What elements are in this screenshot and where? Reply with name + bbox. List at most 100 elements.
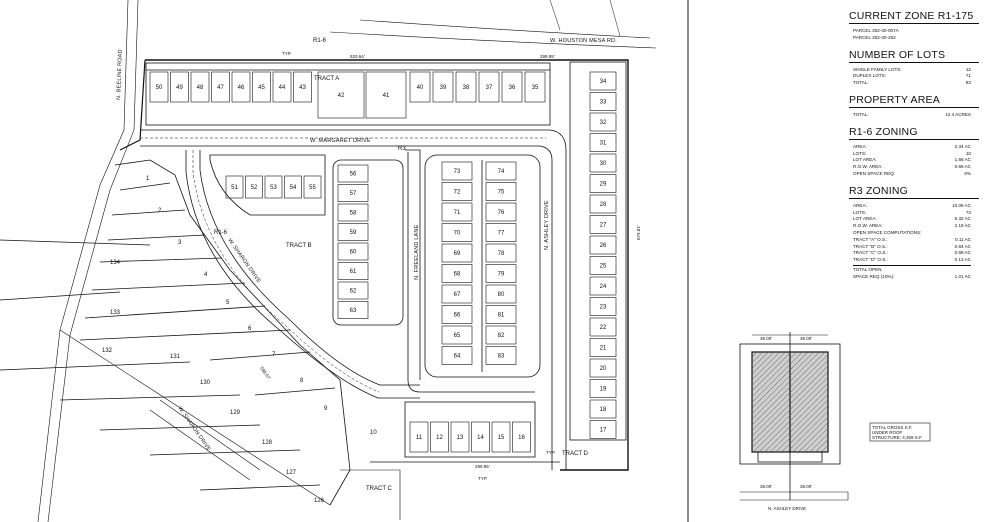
lot: 26 bbox=[589, 235, 617, 255]
summary-row-value: 73 bbox=[965, 209, 971, 215]
lot: 27 bbox=[589, 215, 617, 234]
lot-number: 49 bbox=[176, 85, 183, 91]
lot-number: 23 bbox=[600, 305, 607, 311]
structure-hatch bbox=[752, 352, 828, 452]
summary-row: TRACT "B" O.S.:0.84 AC bbox=[849, 244, 979, 251]
lot-outline bbox=[485, 264, 517, 283]
lot: 76 bbox=[485, 202, 517, 222]
lot-number: 17 bbox=[600, 428, 607, 434]
lot: 68 bbox=[441, 264, 473, 283]
lot-number: 65 bbox=[454, 333, 461, 339]
tract-c-label: TRACT C bbox=[366, 486, 393, 492]
summary-row-value: 1.01 AC bbox=[954, 273, 971, 279]
lot-number: 55 bbox=[309, 185, 316, 191]
summary-row: LOT AREA:1.68 AC bbox=[849, 157, 979, 164]
summary-row-label: AREA: bbox=[853, 202, 867, 208]
summary-row-label: R.O.W. AREA: bbox=[853, 223, 883, 229]
lot-outline bbox=[589, 235, 617, 255]
lot-number: 52 bbox=[251, 185, 258, 191]
lot-outline bbox=[441, 182, 473, 201]
lot-number: 26 bbox=[600, 243, 607, 249]
lot-outline bbox=[409, 421, 429, 453]
lot-number: 81 bbox=[498, 313, 505, 319]
lot: 77 bbox=[485, 223, 517, 242]
lot-number: 80 bbox=[498, 292, 505, 298]
summary-row-label: SPACE REQ (10%): bbox=[853, 273, 895, 279]
lot: 83 bbox=[485, 346, 517, 365]
summary-row-value: 71 bbox=[965, 73, 971, 79]
lot-outline bbox=[512, 421, 531, 453]
lot: 44 bbox=[272, 71, 292, 103]
lot: 30 bbox=[589, 153, 617, 173]
summary-row: SINGLE FAMILY LOTS:12 bbox=[849, 67, 979, 74]
lot-number: 33 bbox=[600, 100, 607, 106]
summary-row-value: 2.18 AC bbox=[954, 223, 971, 229]
lot: 54 bbox=[284, 175, 302, 199]
lot-number: 5 bbox=[226, 300, 230, 306]
r16-zoning-title: R1-6 ZONING bbox=[849, 126, 979, 140]
parcel-number: 131 bbox=[170, 354, 181, 360]
lot-number: 29 bbox=[600, 182, 607, 188]
lot-number: 51 bbox=[231, 185, 238, 191]
parcel-number: 129 bbox=[230, 410, 241, 416]
summary-row-value bbox=[971, 35, 979, 42]
lot: 42 bbox=[317, 71, 365, 119]
tract-d-label: TRACT D bbox=[562, 451, 589, 457]
lot-number: 60 bbox=[350, 250, 357, 256]
lot: 18 bbox=[589, 399, 617, 419]
summary-row-label: PARCEL 302-30-252 bbox=[853, 34, 896, 40]
lot: 55 bbox=[303, 175, 322, 199]
lot: 63 bbox=[337, 301, 369, 319]
lot-number: 74 bbox=[498, 169, 505, 175]
lot-number: 20 bbox=[600, 366, 607, 372]
road-freeland: N. FREELAND LANE bbox=[414, 224, 420, 280]
detail-dim: 38.00' bbox=[760, 336, 772, 341]
summary-row: TRACT "A" O.S.:0.11 AC bbox=[849, 237, 979, 244]
lot-number: 69 bbox=[454, 251, 461, 257]
summary-row-label: LOT AREA: bbox=[853, 216, 877, 222]
summary-row-label: R.O.W. AREA: bbox=[853, 164, 883, 170]
lot-outline bbox=[455, 71, 477, 103]
lot-outline bbox=[430, 421, 449, 453]
lot-number: 43 bbox=[299, 85, 306, 91]
summary-row-value: 10 bbox=[965, 150, 971, 156]
lot: 52 bbox=[245, 175, 263, 199]
lot-outline bbox=[589, 194, 617, 214]
summary-row: TOTAL:83 bbox=[849, 80, 979, 87]
lot-number: 58 bbox=[350, 211, 357, 217]
typ-label: TYP. bbox=[478, 476, 487, 481]
lot-outline bbox=[284, 175, 302, 199]
lot: 22 bbox=[589, 317, 617, 337]
lot-outline bbox=[441, 223, 473, 242]
lot-outline bbox=[337, 281, 369, 300]
lot-outline bbox=[524, 71, 546, 103]
summary-row: AREA: 2.34 AC bbox=[849, 144, 979, 151]
lot: 72 bbox=[441, 182, 473, 201]
typ-label: TYP. bbox=[546, 450, 555, 455]
lot-outline bbox=[441, 161, 473, 181]
lot-outline bbox=[337, 223, 369, 241]
summary-row-value: 2.34 AC bbox=[954, 143, 971, 149]
road-sharon-lower: W. SHARON DRIVE bbox=[176, 406, 211, 453]
lot-number: 46 bbox=[238, 85, 245, 91]
lot-outline bbox=[589, 338, 617, 357]
lot-number: 12 bbox=[436, 435, 443, 441]
lot: 51 bbox=[225, 175, 244, 199]
lot-outline bbox=[485, 182, 517, 201]
lot-outline bbox=[337, 203, 369, 222]
lot-number: 31 bbox=[600, 141, 607, 147]
lot: 50 bbox=[149, 71, 169, 103]
lot-outline bbox=[252, 71, 271, 103]
summary-row-label: AREA: bbox=[853, 143, 867, 149]
misc-labels: R1-6 R3 R1-6 TRACT A TRACT B TRACT C TRA… bbox=[214, 38, 641, 492]
lot: 66 bbox=[441, 305, 473, 324]
summary-row: LOTS:73 bbox=[849, 210, 979, 217]
lot-number: 2 bbox=[158, 208, 162, 214]
lot-number: 24 bbox=[600, 284, 607, 290]
lot: 48 bbox=[190, 71, 210, 103]
lot: 15 bbox=[491, 421, 511, 453]
detail-dim: 38.00' bbox=[760, 484, 772, 489]
